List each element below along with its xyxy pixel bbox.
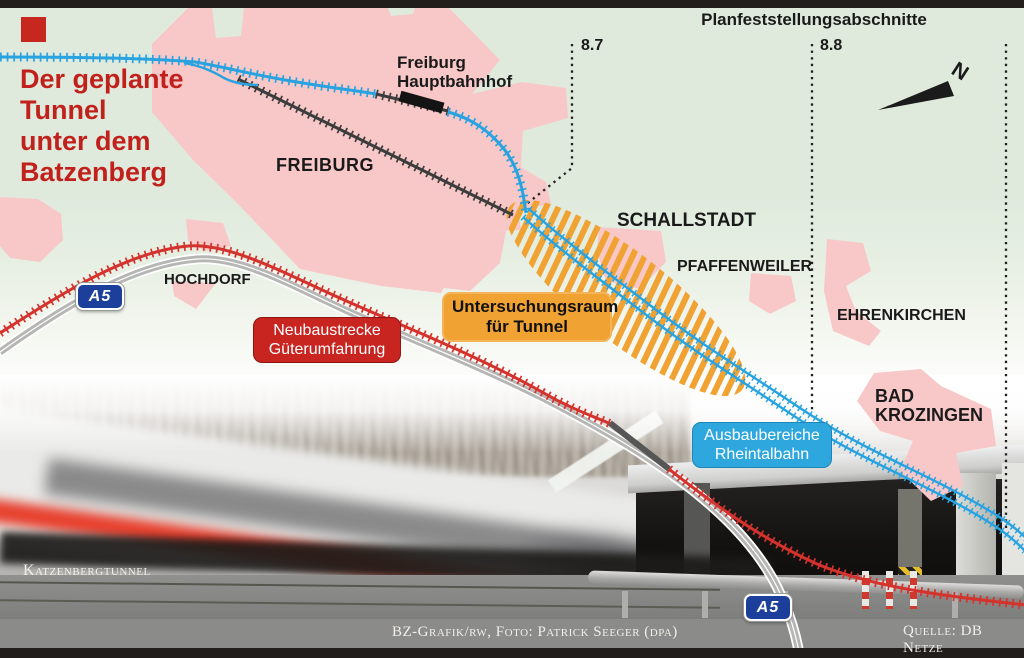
label-freiburg-hauptbahnhof: Freiburg Hauptbahnhof	[397, 53, 513, 91]
urban-area-ehrenkirchen	[824, 239, 881, 346]
section-label-8-7: 8.7	[581, 37, 604, 54]
photo-red-white-post	[862, 571, 869, 609]
credit-graphic: BZ-Grafik/rw, Foto: Patrick Seeger (dpa)	[392, 624, 678, 640]
label-freiburg: FREIBURG	[276, 155, 374, 175]
label-ehrenkirchen: EHRENKIRCHEN	[837, 307, 966, 324]
compass-needle-icon	[878, 81, 954, 110]
urban-area-pfaffenweiler	[749, 273, 796, 314]
photo-red-white-post	[886, 571, 893, 609]
urban-area-left	[0, 197, 63, 262]
railway-neubaustrecke-tunnel-segment	[608, 420, 671, 472]
sections-heading: Planfeststellungsabschnitte	[701, 10, 927, 29]
photo-guardrail-post	[952, 591, 958, 618]
urban-area-freiburg	[152, 8, 568, 293]
section-line-8-7	[523, 44, 574, 207]
callout-ausbaubereiche: Ausbaubereiche Rheintalbahn	[692, 422, 832, 468]
label-pfaffenweiler: PFAFFENWEILER	[677, 258, 813, 275]
urban-area-hochdorf-south	[172, 281, 216, 309]
urban-area-bad-krozingen	[857, 369, 996, 501]
railway-neubaustrecke	[0, 246, 1024, 605]
station-freiburg-hbf	[398, 90, 445, 114]
section-label-8-8: 8.8	[820, 37, 843, 54]
page-title: Der geplante Tunnel unter dem Batzenberg	[20, 64, 184, 187]
label-hochdorf: HOCHDORF	[164, 271, 251, 288]
label-bad-krozingen: BAD KROZINGEN	[875, 386, 983, 425]
label-schallstadt: SCHALLSTADT	[617, 210, 756, 231]
credit-source: Quelle: DB Netze	[903, 623, 983, 656]
top-bar	[0, 0, 1024, 8]
urban-area-mengen	[443, 231, 506, 291]
photo-guardrail-post	[622, 591, 628, 618]
railway-rheintalbahn	[0, 57, 1024, 551]
callout-neubaustrecke: Neubaustrecke Güterumfahrung	[253, 317, 401, 363]
logo-square	[21, 17, 46, 42]
photo-foreground-road	[0, 619, 1024, 648]
label-katzenbergtunnel: Katzenbergtunnel	[23, 562, 151, 579]
callout-untersuchungsraum: Untersuchungsraum für Tunnel	[442, 292, 618, 342]
motorway-shield-a5-north: A5	[76, 283, 124, 310]
motorway-shield-a5-south: A5	[744, 594, 792, 621]
photo-guardrail-post	[702, 591, 708, 618]
bottom-bar	[0, 648, 1024, 658]
